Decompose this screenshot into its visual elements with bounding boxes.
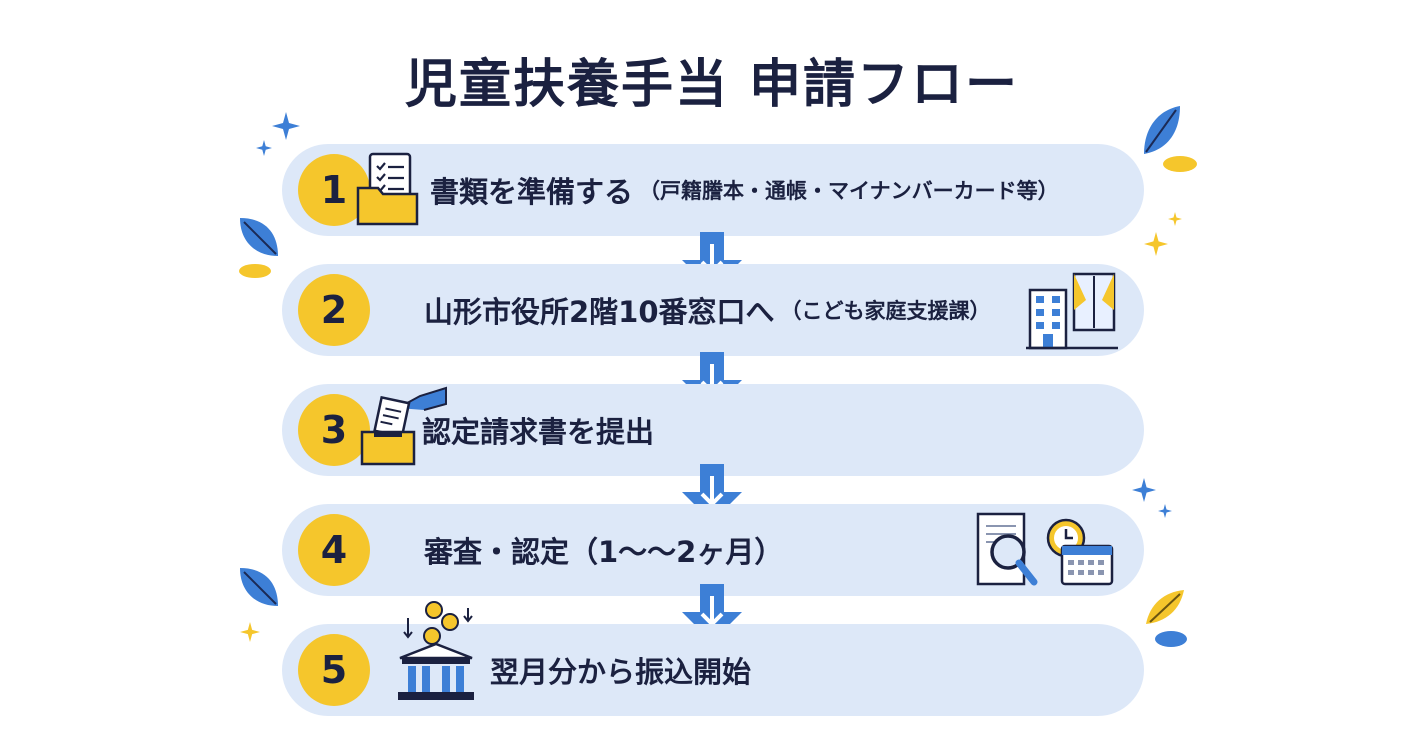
step-main-text: 翌月分から振込開始 — [490, 655, 752, 689]
document-folder-icon — [356, 152, 419, 226]
leaf-icon — [239, 264, 271, 278]
review-calendar-clock-icon — [976, 512, 1114, 586]
step-main-text: 認定請求書を提出 — [422, 415, 655, 449]
leaf-icon — [1146, 590, 1184, 624]
leaf-icon — [240, 218, 278, 256]
sparkle-icon — [240, 622, 260, 642]
flow-step-1: 1 書類を準備する（戸籍謄本・通帳・マイナンバーカード等） — [282, 144, 1144, 236]
flow-step-4: 4 審査・認定（1〜〜2ヶ月） — [282, 504, 1144, 596]
sparkle-icon — [1168, 212, 1182, 226]
sparkle-icon — [256, 140, 272, 156]
step-number-badge: 2 — [298, 274, 370, 346]
step-label: 山形市役所2階10番窓口へ（こども家庭支援課） — [424, 264, 991, 356]
step-label: 認定請求書を提出 — [422, 384, 654, 476]
leaf-icon — [240, 568, 278, 606]
page-title: 児童扶養手当 申請フロー — [404, 55, 1020, 115]
step-main-text: 書類を準備する — [430, 175, 634, 209]
bank-coins-icon — [398, 601, 474, 700]
step-label: 書類を準備する（戸籍謄本・通帳・マイナンバーカード等） — [430, 144, 1059, 236]
flow-step-5: 5 翌月分から振込開始 — [282, 601, 1144, 716]
step-sub-text: （戸籍謄本・通帳・マイナンバーカード等） — [639, 179, 1059, 203]
leaf-icon — [1144, 106, 1180, 154]
step-number-badge: 5 — [298, 634, 370, 706]
sparkle-icon — [1144, 232, 1168, 256]
step-sub-text: （こども家庭支援課） — [780, 299, 991, 323]
flow-step-3: 3 認定請求書を提出 — [282, 384, 1144, 476]
ballot-box-submit-icon — [360, 386, 447, 466]
step-label: 翌月分から振込開始 — [490, 624, 751, 716]
sparkle-icon — [1158, 504, 1172, 518]
step-number-badge: 3 — [298, 394, 370, 466]
sparkle-icon — [1132, 478, 1156, 502]
flow-step-2: 2 山形市役所2階10番窓口へ（こども家庭支援課） — [282, 264, 1144, 356]
leaf-icon — [1163, 156, 1197, 172]
step-main-text: 審査・認定（1〜〜2ヶ月） — [424, 535, 784, 569]
city-hall-building-icon — [1026, 272, 1118, 350]
leaf-icon — [1155, 631, 1187, 647]
sparkle-icon — [272, 112, 300, 140]
step-label: 審査・認定（1〜〜2ヶ月） — [424, 504, 783, 596]
step-main-text: 山形市役所2階10番窓口へ — [424, 295, 775, 329]
step-number-badge: 4 — [298, 514, 370, 586]
